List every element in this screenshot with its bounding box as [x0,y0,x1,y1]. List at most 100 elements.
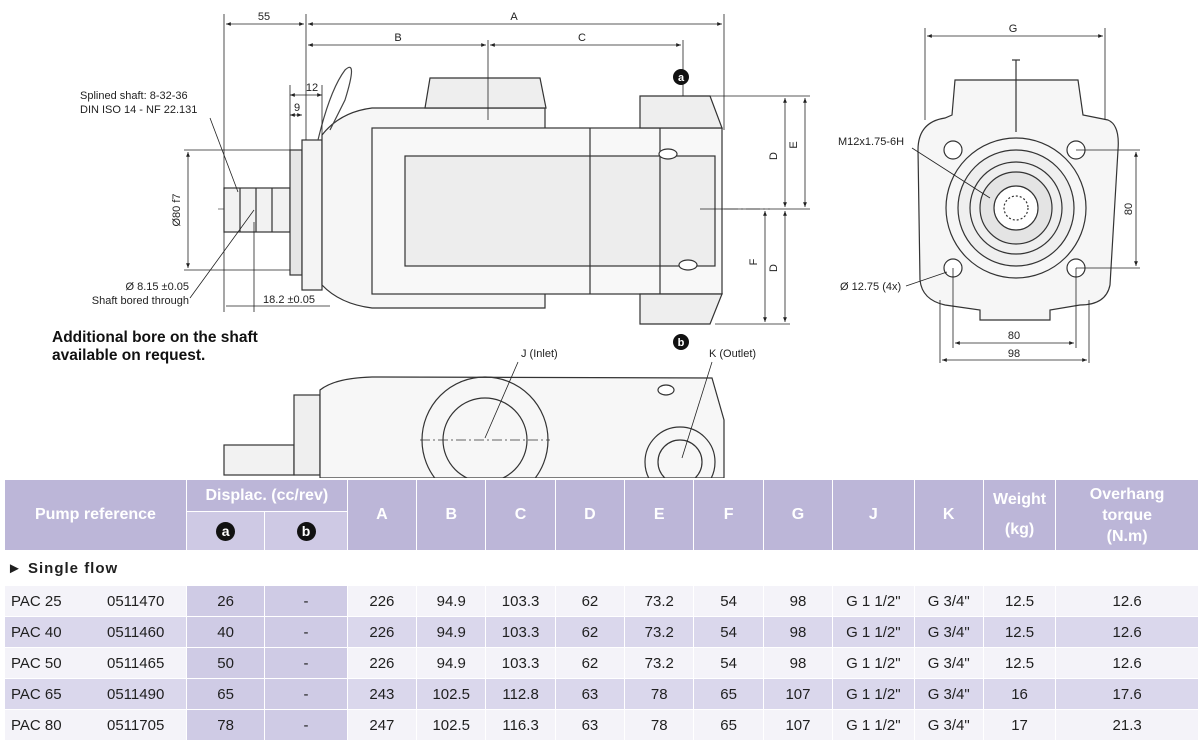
cell-weight: 17 [982,709,1057,741]
cell-a: 243 [346,678,418,710]
header-e: E [624,479,695,551]
cell-e: 73.2 [624,647,695,679]
dim-b: B [394,32,401,44]
cell-d: 62 [554,647,626,679]
cell-b: 94.9 [416,647,487,679]
dim-e: E [788,141,800,148]
cell-g: 107 [762,709,834,741]
front-view-dimension-text: G 80 80 98 M12x1.75-6H Ø 12.75 (4x) [838,23,1135,360]
dim-55: 55 [258,11,270,23]
outlet-label: K (Outlet) [709,348,756,360]
cell-weight: 12.5 [982,616,1057,648]
splined-shaft-label-1: Splined shaft: 8-32-36 [80,90,188,102]
thread-label: M12x1.75-6H [838,136,904,148]
port-b-badge: b [296,521,316,541]
header-k: K [913,479,984,551]
disp-b: - [264,678,348,710]
splined-shaft-label-2: DIN ISO 14 - NF 22.131 [80,104,197,116]
dim-18-2: 18.2 ±0.05 [263,294,315,306]
section-label: ► Single flow [4,550,1199,586]
dim-d-upper: D [768,152,780,160]
cell-a: 247 [346,709,418,741]
dim-80-horizontal: 80 [1008,330,1020,342]
cell-f: 54 [693,647,764,679]
top-view-leaders [484,361,713,459]
header-d: D [554,479,626,551]
cell-k: G 3/4" [913,616,984,648]
holes-label: Ø 12.75 (4x) [840,281,901,293]
front-view [917,59,1119,321]
cell-k: G 3/4" [913,647,984,679]
disp-b: - [264,616,348,648]
cell-b: 102.5 [416,678,487,710]
note-line-2: available on request. [52,347,206,364]
svg-text:a: a [678,72,685,84]
cell-j: G 1 1/2" [832,585,915,617]
cell-c: 103.3 [485,647,556,679]
cell-torque: 12.6 [1055,647,1199,679]
dim-98: 98 [1008,348,1020,360]
header-weight: Weight (kg) [982,479,1057,551]
bore-label-2: Shaft bored through [92,295,189,307]
side-view-dimensions [184,14,810,325]
bore-label-1: Ø 8.15 ±0.05 [125,281,189,293]
header-disp-a: a [185,511,266,551]
side-view [218,66,770,325]
note-line-1: Additional bore on the shaft [52,329,258,346]
front-view-dimensions [905,28,1140,363]
disp-a: 65 [185,678,266,710]
cell-b: 94.9 [416,616,487,648]
cell-j: G 1 1/2" [832,647,915,679]
header-pump-reference: Pump reference [4,479,187,551]
cell-a: 226 [346,616,418,648]
header-g: G [762,479,834,551]
cell-e: 73.2 [624,585,695,617]
dim-f: F [748,258,760,265]
dim-12: 12 [306,82,318,94]
disp-a: 26 [185,585,266,617]
port-a-badge: a [216,521,236,541]
cell-weight: 12.5 [982,647,1057,679]
technical-drawing: 55 A B C 12 9 D E F D Ø80 f7 18.2 ±0.05 … [80,11,1140,478]
cell-g: 98 [762,616,834,648]
cell-torque: 12.6 [1055,616,1199,648]
dim-g: G [1009,23,1018,35]
cell-g: 98 [762,647,834,679]
cell-c: 103.3 [485,616,556,648]
disp-b: - [264,647,348,679]
additional-bore-note: Additional bore on the shaft available o… [52,329,258,365]
section-single-flow: ► Single flow [4,550,1199,586]
cell-weight: 12.5 [982,585,1057,617]
cell-d: 62 [554,585,626,617]
header-disp-b: b [264,511,348,551]
cell-d: 63 [554,678,626,710]
side-view-dimension-text: 55 A B C 12 9 D E F D Ø80 f7 18.2 ±0.05 … [80,11,800,307]
cell-d: 62 [554,616,626,648]
pump-spec-table: Pump reference Displac. (cc/rev) A B C D… [4,479,1199,741]
cell-c: 103.3 [485,585,556,617]
header-j: J [832,479,915,551]
dim-9: 9 [294,102,300,114]
port-b-marker: b [673,334,689,350]
dim-a: A [510,11,518,23]
header-c: C [485,479,556,551]
disp-a: 50 [185,647,266,679]
cell-weight: 16 [982,678,1057,710]
cell-c: 116.3 [485,709,556,741]
cell-f: 54 [693,585,764,617]
dim-80-vertical: 80 [1123,203,1135,215]
cell-g: 98 [762,585,834,617]
cell-b: 94.9 [416,585,487,617]
cell-torque: 21.3 [1055,709,1199,741]
cell-a: 226 [346,647,418,679]
header-displacement: Displac. (cc/rev) [185,479,348,512]
cell-k: G 3/4" [913,678,984,710]
header-b: B [416,479,487,551]
